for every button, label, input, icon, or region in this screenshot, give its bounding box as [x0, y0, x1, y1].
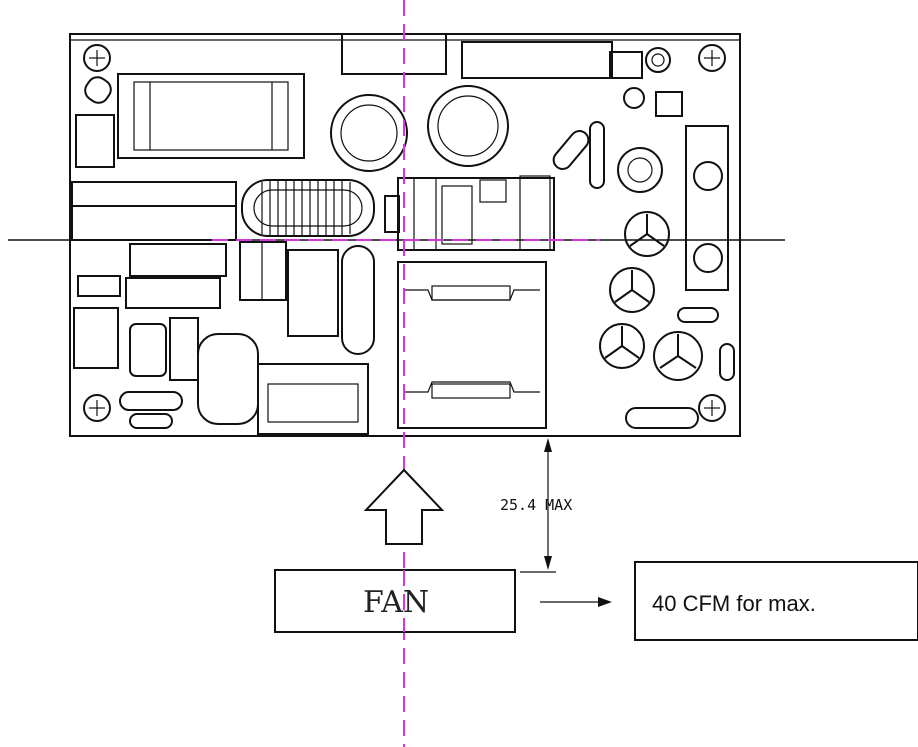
small-component [77, 275, 121, 297]
output-transformer [397, 261, 547, 429]
small-diode [84, 76, 112, 104]
bulk-capacitor-1 [330, 94, 408, 172]
resistor-block-2 [125, 277, 221, 309]
top-connector-center [341, 33, 447, 75]
dimension-arrow-down [544, 556, 552, 570]
terminal-screw-2 [693, 243, 723, 273]
fuse [119, 391, 183, 411]
mounting-hole-bottom-left [83, 394, 111, 422]
fan-box [274, 569, 516, 633]
heatsink-row-bottom [71, 205, 237, 241]
small-mosfet [384, 195, 400, 233]
airflow-label: 40 CFM for max. [652, 591, 816, 616]
fan-label: FAN [363, 585, 429, 620]
trimmer-potentiometer [645, 47, 671, 73]
small-connector [609, 51, 643, 79]
small-diode-right [719, 343, 735, 381]
airflow-arrow-up [363, 468, 445, 545]
diode-1 [552, 130, 590, 170]
electrolytic-cap-1 [624, 211, 670, 257]
center-resistor [287, 249, 339, 337]
clearance-label: 25.4 MAX [500, 496, 572, 514]
small-transistor [623, 87, 645, 109]
heatsink-row-top [71, 181, 237, 207]
output-terminal-block [685, 125, 729, 291]
cfm-pointer-arrow [598, 597, 612, 607]
transformer [117, 73, 305, 159]
terminal-screw-1 [693, 161, 723, 191]
tall-capacitor [341, 245, 375, 355]
airflow-note-box [634, 561, 918, 641]
top-connector-right [461, 41, 613, 79]
small-resistor-right [677, 307, 719, 323]
small-relay [655, 91, 683, 117]
mounting-hole-top-left [83, 44, 111, 72]
diode-2 [589, 121, 605, 189]
left-capacitor-block [75, 114, 115, 168]
resistor-block-1 [129, 243, 227, 277]
bulk-capacitor-2 [427, 85, 509, 167]
mounting-hole-top-right [698, 44, 726, 72]
inductor-ring [617, 147, 663, 193]
common-mode-choke [197, 333, 259, 425]
left-bottom-connector [73, 307, 119, 369]
electrolytic-cap-2 [609, 267, 655, 313]
electrolytic-cap-3 [599, 323, 645, 369]
toroid-inductor [241, 179, 375, 237]
fuse-right [625, 407, 699, 429]
mounting-hole-bottom-right [698, 394, 726, 422]
dimension-arrow-up [544, 438, 552, 452]
input-capacitor-block [257, 363, 369, 435]
capacitor-block [239, 241, 287, 301]
small-coil [129, 323, 167, 377]
electrolytic-cap-4 [653, 331, 703, 381]
small-resistor [169, 317, 199, 381]
small-fuse [129, 413, 173, 429]
